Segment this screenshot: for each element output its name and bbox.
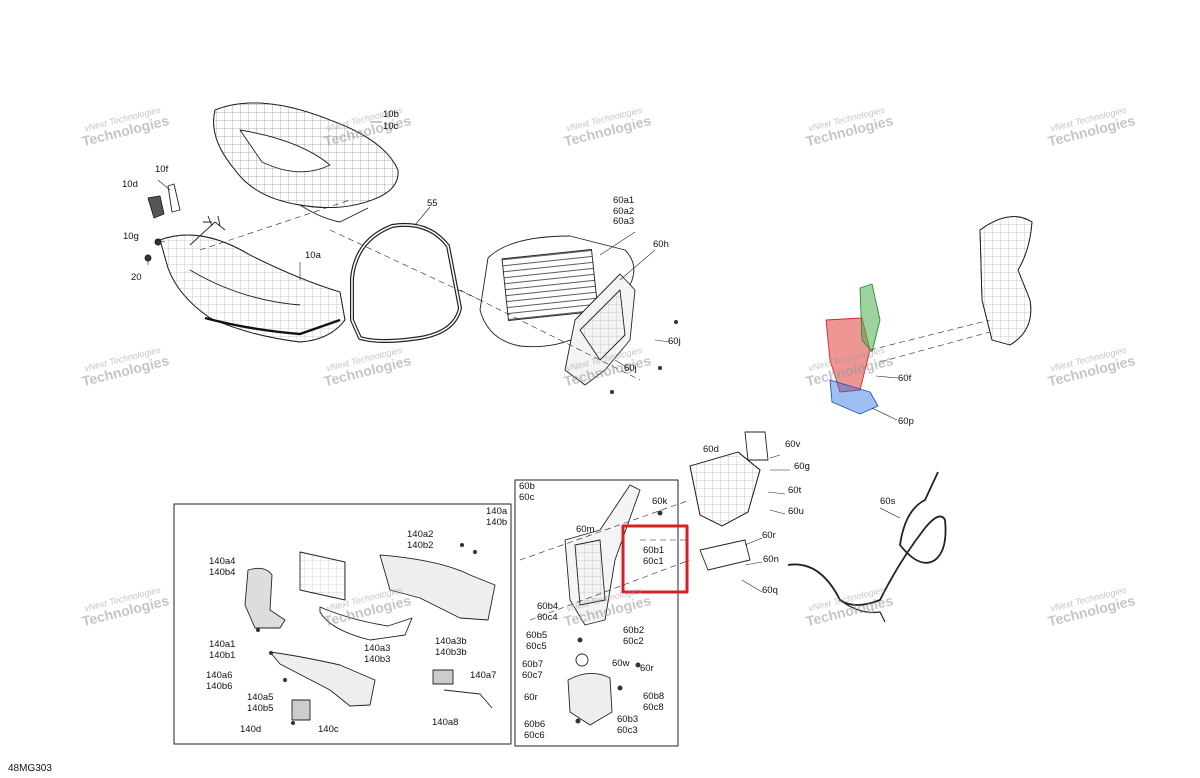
callout-60b3: 60b3 60c3 <box>617 714 639 736</box>
callout-60s: 60s <box>880 496 896 507</box>
callout-60h: 60h <box>653 239 669 250</box>
callout-10c: 10c <box>383 121 399 132</box>
callout-60b4: 60b4 60c4 <box>537 601 559 623</box>
callout-140a7: 140a7 <box>470 670 497 681</box>
callout-60d: 60d <box>703 444 719 455</box>
callout-60v: 60v <box>785 439 801 450</box>
callout-10f: 10f <box>155 164 169 175</box>
callout-60a: 60a1 60a2 60a3 <box>613 195 635 227</box>
callout-140a5: 140a5 140b5 <box>247 692 274 714</box>
callout-60m: 60m <box>576 524 595 535</box>
callout-140a2: 140a2 140b2 <box>407 529 434 551</box>
callout-60g: 60g <box>794 461 810 472</box>
figure-code: 48MG303 <box>8 763 52 774</box>
callout-60b7: 60b7 60c7 <box>522 659 544 681</box>
callout-140c: 140c <box>318 724 339 735</box>
callout-60k: 60k <box>652 496 668 507</box>
callout-60n: 60n <box>763 554 779 565</box>
bracket-10f <box>167 183 181 213</box>
callout-140a3: 140a3 140b3 <box>364 643 391 665</box>
callout-60b2: 60b2 60c2 <box>623 625 645 647</box>
callout-10b: 10b <box>383 109 399 120</box>
callout-60b: 60b 60c <box>519 481 535 503</box>
callout-60r-1: 60r <box>762 530 776 541</box>
callout-140a: 140a 140b <box>486 506 508 528</box>
bracket-10d <box>147 195 165 219</box>
callout-60b6: 60b6 60c6 <box>524 719 546 741</box>
callout-140a3b: 140a3b 140b3b <box>435 636 467 658</box>
cable-60s <box>787 471 947 606</box>
callout-10d: 10d <box>122 179 138 190</box>
inset-frame-60b <box>514 479 679 747</box>
callout-60r-3: 60r <box>524 692 538 703</box>
mounting-plate-60d <box>689 431 769 571</box>
callout-55: 55 <box>427 198 438 209</box>
callout-60u: 60u <box>788 506 804 517</box>
callout-10g: 10g <box>123 231 139 242</box>
backrest-grille <box>479 235 635 348</box>
callout-20: 20 <box>131 272 142 283</box>
callout-60j-1: 60j <box>668 336 681 347</box>
callout-60b8: 60b8 60c8 <box>643 691 665 713</box>
callout-60j-2: 60j <box>624 363 637 374</box>
callout-60p: 60p <box>898 416 914 427</box>
callout-60b1[interactable]: 60b1 60c1 <box>643 545 665 567</box>
callout-140a1: 140a1 140b1 <box>209 639 236 661</box>
callout-140a4: 140a4 140b4 <box>209 556 236 578</box>
callout-140a8: 140a8 <box>432 717 459 728</box>
seat-base <box>159 221 346 343</box>
callout-10a: 10a <box>305 250 321 261</box>
highlight-box <box>621 524 689 594</box>
footrest-bracket-60b <box>564 484 641 726</box>
callout-60q: 60q <box>762 585 778 596</box>
callout-140a6: 140a6 140b6 <box>206 670 233 692</box>
seat-cushion <box>213 102 399 223</box>
inset-frame-140 <box>173 503 512 745</box>
callout-60f: 60f <box>898 373 912 384</box>
footrest-assembly-140 <box>244 551 496 721</box>
callout-60r-2: 60r <box>640 663 654 674</box>
callout-60t: 60t <box>788 485 802 496</box>
callout-60w: 60w <box>612 658 630 669</box>
callout-140d: 140d <box>240 724 262 735</box>
backrest-side-pad <box>979 216 1033 346</box>
callout-60b5: 60b5 60c5 <box>526 630 548 652</box>
backrest-bracket-assembly <box>825 283 881 415</box>
